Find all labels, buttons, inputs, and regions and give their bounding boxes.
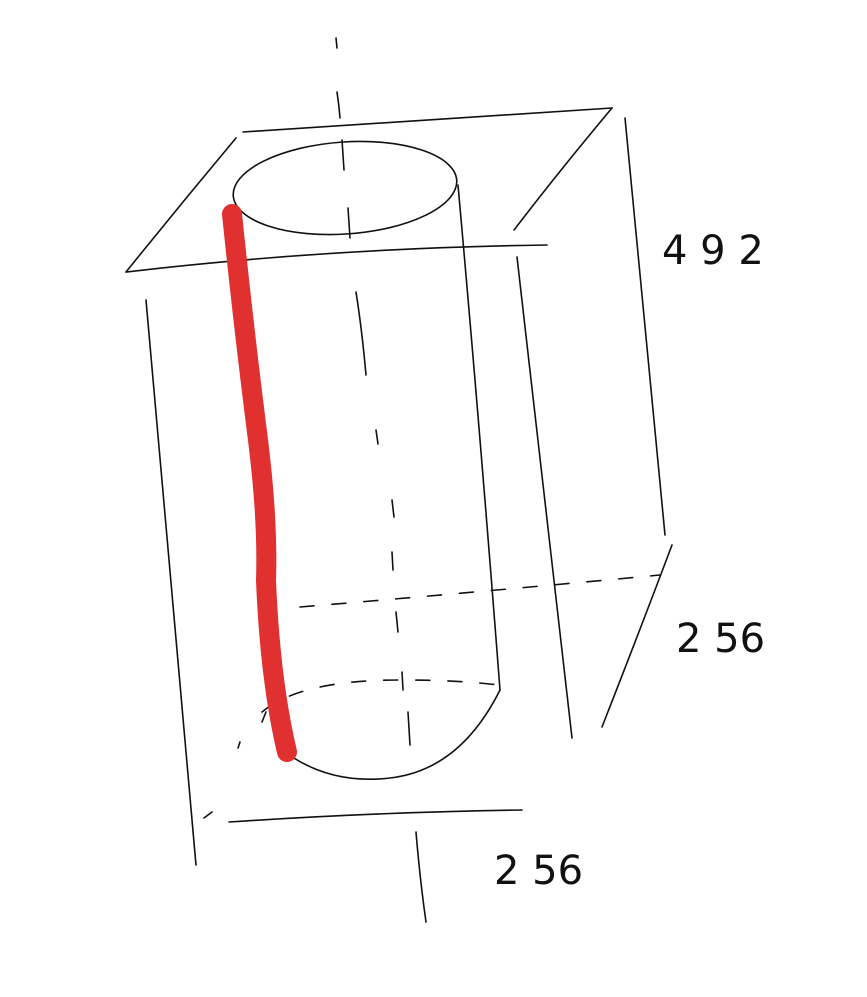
center-axis: [335, 37, 427, 923]
front-left-edge: [145, 299, 197, 866]
top-right-edge: [513, 107, 613, 231]
cylinder-hidden-arc: [261, 679, 499, 713]
top-front-edge: [125, 244, 548, 273]
axis-dash-3: [391, 551, 394, 571]
bottom-left-tick: [203, 811, 213, 819]
front-right-edge: [516, 256, 573, 739]
bottom-front-edge: [228, 809, 523, 823]
cylinder-mark-a: [261, 711, 267, 723]
back-right-edge: [624, 117, 666, 536]
axis-top-segment: [335, 37, 338, 49]
axis-dash-4: [395, 611, 399, 633]
hidden-bottom-edge: [299, 574, 661, 608]
prism-outline: [125, 107, 673, 866]
width-dimension-label: 2 56: [494, 848, 583, 894]
axis-mid-segment: [355, 291, 367, 376]
cylinder-bottom-arc: [284, 689, 501, 781]
cylinder-right-side: [457, 184, 501, 691]
height-dimension-label: 4 9 2: [662, 228, 764, 274]
cylinder-mark-b: [237, 741, 241, 749]
bottom-right-edge: [601, 544, 673, 728]
cylinder-top-ellipse: [232, 140, 458, 236]
highlighted-generatrix-line: [222, 204, 297, 762]
axis-dash-6: [407, 711, 411, 746]
axis-dash-2: [391, 499, 395, 518]
axis-bottom-segment: [415, 831, 427, 923]
axis-in-top-ellipse: [341, 139, 345, 171]
axis-dash-1: [375, 429, 379, 445]
axis-dash-5: [401, 671, 404, 691]
top-left-edge: [125, 137, 237, 273]
top-back-edge: [242, 107, 613, 133]
axis-in-top-ellipse-2: [347, 207, 351, 239]
axis-upper-segment: [336, 91, 341, 119]
depth-dimension-label: 2 56: [676, 616, 765, 662]
